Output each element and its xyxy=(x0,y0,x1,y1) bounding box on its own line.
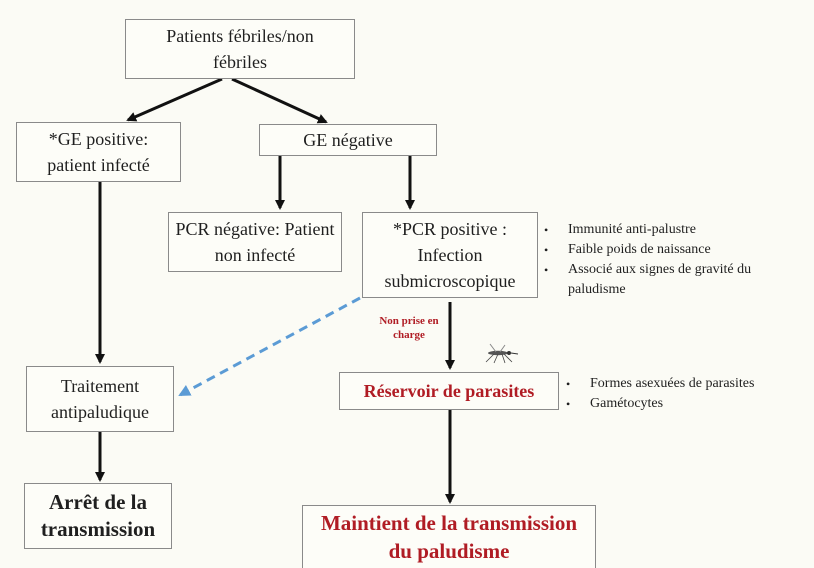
box-maintient: Maintient de la transmission du paludism… xyxy=(302,505,596,568)
label-non-prise-en-charge: Non prise en charge xyxy=(379,315,439,341)
box-maintient-text: Maintient de la transmission du paludism… xyxy=(320,511,578,563)
box-pcr-negative: PCR négative: Patient non infecté xyxy=(168,212,342,272)
box-pcr-negative-text: PCR négative: Patient non infecté xyxy=(175,219,335,265)
list-item: Gamétocytes xyxy=(566,394,812,414)
arrow-top-to-ge-positive xyxy=(126,77,223,122)
box-arret: Arrêt de la transmission xyxy=(24,483,172,549)
arrow-top-to-ge-negative xyxy=(231,77,328,124)
box-reservoir: Réservoir de parasites xyxy=(339,372,559,410)
box-ge-negative-text: GE négative xyxy=(303,130,393,150)
box-ge-positive-text: *GE positive: patient infecté xyxy=(47,129,150,175)
box-pcr-positive: *PCR positive : Infection submicroscopiq… xyxy=(362,212,538,298)
box-ge-negative: GE négative xyxy=(259,124,437,156)
list-item: Associé aux signes de gravité du paludis… xyxy=(544,260,810,300)
list-item: Faible poids de naissance xyxy=(544,240,810,260)
box-traitement-text: Traitement antipaludique xyxy=(51,376,149,422)
reservoir-forms-list: Formes asexuées de parasites Gamétocytes xyxy=(566,374,812,414)
box-ge-positive: *GE positive: patient infecté xyxy=(16,122,181,182)
mosquito-icon xyxy=(485,343,519,364)
dashed-arrow-pcr-positive-to-treatment xyxy=(178,296,361,397)
box-arret-text: Arrêt de la transmission xyxy=(40,490,156,541)
box-pcr-positive-text: *PCR positive : Infection submicroscopiq… xyxy=(384,219,516,291)
box-patients-febriles: Patients fébriles/non fébriles xyxy=(125,19,355,79)
box-traitement: Traitement antipaludique xyxy=(26,366,174,432)
list-item: Formes asexuées de parasites xyxy=(566,374,812,394)
list-item: Immunité anti-palustre xyxy=(544,220,810,240)
pcr-effects-list: Immunité anti-palustre Faible poids de n… xyxy=(544,220,810,300)
box-patients-febriles-text: Patients fébriles/non fébriles xyxy=(166,26,314,72)
box-reservoir-text: Réservoir de parasites xyxy=(363,381,535,401)
